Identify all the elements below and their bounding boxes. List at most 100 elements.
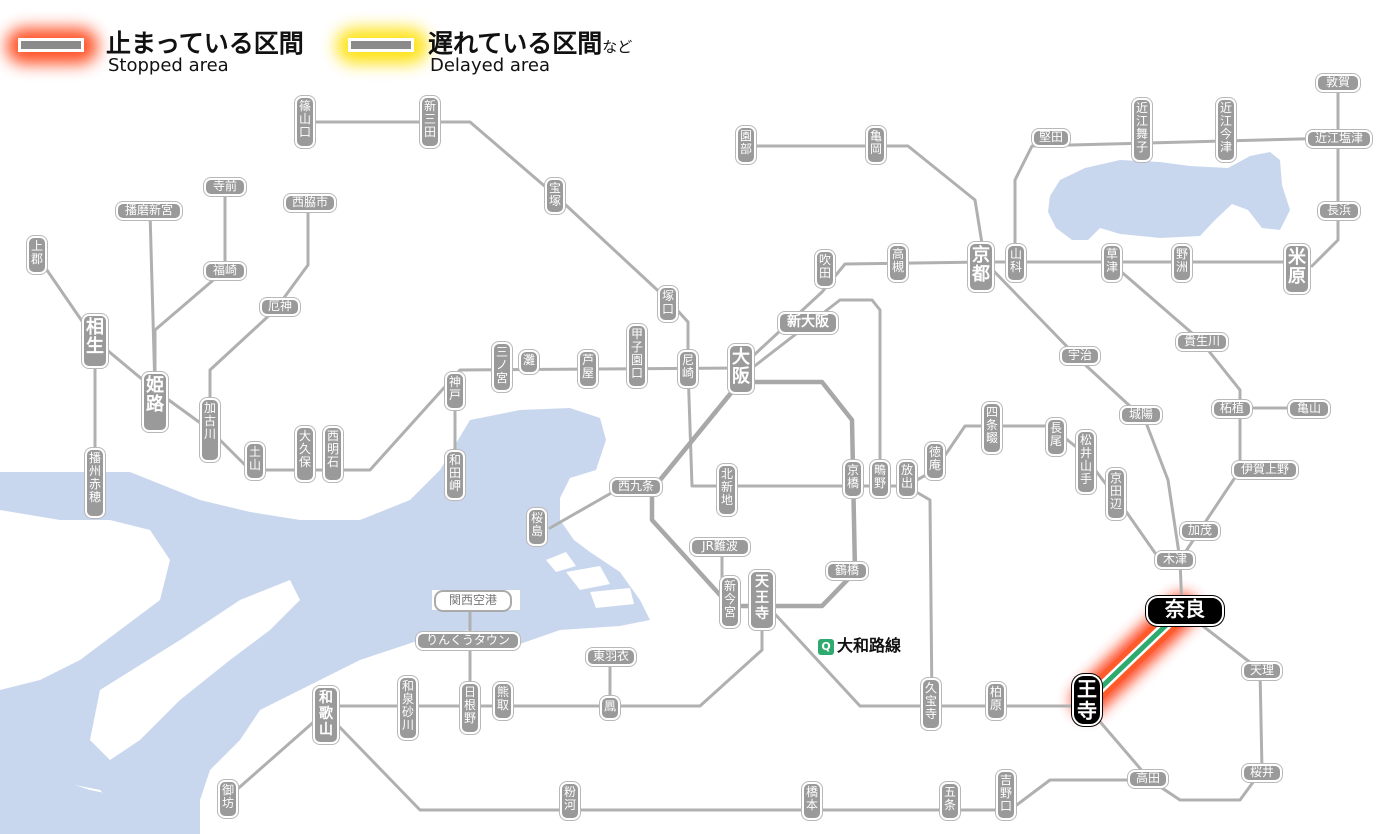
station-nagahama[interactable]: 長浜 [1318,202,1360,220]
station-shinoyamaguchi[interactable]: 篠山口 [295,96,315,148]
station-kokawa[interactable]: 粉河 [560,782,580,820]
station-kansaiairport[interactable]: 関西空港 [436,592,510,610]
station-kamo[interactable]: 加茂 [1180,522,1220,540]
line-osaka-loop [649,379,858,609]
station-amagasaki[interactable]: 尼崎 [678,350,698,388]
legend-delayed-subtitle: Delayed area [430,55,550,76]
station-nagao[interactable]: 長尾 [1046,418,1066,456]
station-takarazuka[interactable]: 宝塚 [545,178,565,214]
station-wadamisaki[interactable]: 和田岬 [445,450,465,500]
station-ashiya[interactable]: 芦屋 [578,350,598,388]
station-yasu[interactable]: 野洲 [1172,244,1192,282]
station-kyoto[interactable]: 京都 [968,242,994,292]
station-takada[interactable]: 高田 [1128,770,1168,788]
station-doyama[interactable]: 土山 [245,442,265,480]
station-nishiakashi[interactable]: 西明石 [323,426,343,482]
station-otori[interactable]: 鳳 [600,696,620,720]
legend-stopped-subtitle: Stopped area [108,55,229,76]
station-shijonawate[interactable]: 四条畷 [982,402,1002,454]
station-gojo[interactable]: 五条 [940,782,960,820]
line-yamatoji-west [760,598,1090,708]
station-maibara[interactable]: 米原 [1284,244,1310,294]
station-harimashinguu[interactable]: 播磨新宮 [116,202,182,220]
station-sakurajima[interactable]: 桜島 [527,508,547,546]
line-wakayama [323,710,1147,812]
line-hokuriku [1310,136,1340,268]
station-wakayama[interactable]: 和歌山 [313,686,339,744]
station-oji[interactable]: 王寺 [1072,674,1102,726]
line-kosei [1013,82,1340,264]
station-koshienguchi[interactable]: 甲子園口 [627,324,647,388]
station-kameyama[interactable]: 亀山 [1288,400,1330,418]
station-sonobe[interactable]: 園部 [736,126,756,164]
station-shinsanda[interactable]: 新三田 [420,96,440,148]
station-kyuhoji[interactable]: 久宝寺 [921,678,941,730]
station-kitashinchi[interactable]: 北新地 [717,464,737,516]
station-matsuiyamate[interactable]: 松井山手 [1076,430,1096,494]
station-kibukawa[interactable]: 貴生川 [1176,333,1228,351]
station-nishiwakishi[interactable]: 西脇市 [284,194,336,212]
station-nara[interactable]: 奈良 [1146,596,1224,626]
station-hanaten[interactable]: 放出 [897,460,917,498]
station-yoshinoguchi[interactable]: 吉野口 [996,770,1016,820]
legend-delayed-swatch [348,38,414,52]
station-kameoka[interactable]: 亀岡 [866,126,886,164]
station-shigino[interactable]: 鴫野 [870,460,890,498]
legend-delayed-title: 遅れている区間など [428,24,632,60]
legend-delayed: 遅れている区間など Delayed area [336,24,676,76]
station-kizu[interactable]: 木津 [1155,551,1195,569]
station-omiimazu[interactable]: 近江今津 [1216,98,1236,162]
station-banshuako[interactable]: 播州赤穂 [85,448,105,518]
station-osaka[interactable]: 大阪 [728,344,754,394]
station-joyo[interactable]: 城陽 [1120,406,1162,424]
station-rinkutown[interactable]: りんくうタウン [416,632,520,650]
station-yamashina[interactable]: 山科 [1006,244,1026,282]
station-tsukaguchi[interactable]: 塚口 [658,286,678,322]
station-okubo[interactable]: 大久保 [295,426,315,482]
station-takatsuki[interactable]: 高槻 [888,244,908,282]
station-katata[interactable]: 堅田 [1032,129,1070,147]
station-teramae[interactable]: 寺前 [204,178,246,196]
station-izumisunagawa[interactable]: 和泉砂川 [398,676,418,740]
station-kyotanabe[interactable]: 京田辺 [1106,468,1126,520]
station-kakogawa[interactable]: 加古川 [200,398,220,462]
awaji-land [90,580,300,760]
station-kyobashi[interactable]: 京橋 [843,460,863,498]
bay-pier-1 [546,552,576,572]
station-tsuruga[interactable]: 敦賀 [1316,74,1360,92]
station-jrnamba[interactable]: JR難波 [690,538,750,556]
station-shinimamiya[interactable]: 新今宮 [720,576,740,628]
station-yakujin[interactable]: 厄神 [260,298,300,316]
station-kobe[interactable]: 神戸 [445,372,465,410]
station-higashihagoromo[interactable]: 東羽衣 [586,648,636,666]
station-shinosaka[interactable]: 新大阪 [778,312,838,334]
station-fukusaki[interactable]: 福崎 [204,262,246,280]
station-omishiotsu[interactable]: 近江塩津 [1306,130,1372,148]
station-tenri[interactable]: 天理 [1242,662,1282,680]
station-kusatsu[interactable]: 草津 [1102,244,1122,282]
station-hineno[interactable]: 日根野 [460,682,480,734]
station-tokuan[interactable]: 徳庵 [925,442,945,480]
station-himeji[interactable]: 姫路 [142,372,168,432]
station-tennoji[interactable]: 天王寺 [749,570,775,630]
line-osaka-loop-link [653,380,742,488]
station-aioi[interactable]: 相生 [82,314,108,368]
station-kumatori[interactable]: 熊取 [493,682,513,720]
station-kashiwara[interactable]: 柏原 [986,682,1006,720]
station-tsuge[interactable]: 柘植 [1212,400,1252,418]
station-omimaiko[interactable]: 近江舞子 [1132,98,1152,162]
station-nishikujo[interactable]: 西九条 [610,478,662,496]
station-sannomiya[interactable]: 三ノ宮 [492,342,512,392]
line-tozai [686,298,882,488]
legend-delayed-title-suffix: など [602,38,633,56]
station-hashimoto[interactable]: 橋本 [802,782,822,820]
station-tsuruhashi[interactable]: 鶴橋 [826,562,868,580]
station-kamigori[interactable]: 上郡 [27,236,47,274]
station-uji[interactable]: 宇治 [1060,347,1100,365]
station-igaueno[interactable]: 伊賀上野 [1232,461,1298,479]
station-gobo[interactable]: 御坊 [218,780,238,818]
station-suita[interactable]: 吹田 [815,250,835,288]
station-sakurai[interactable]: 桜井 [1242,764,1282,782]
station-nada[interactable]: 灘 [519,350,539,374]
